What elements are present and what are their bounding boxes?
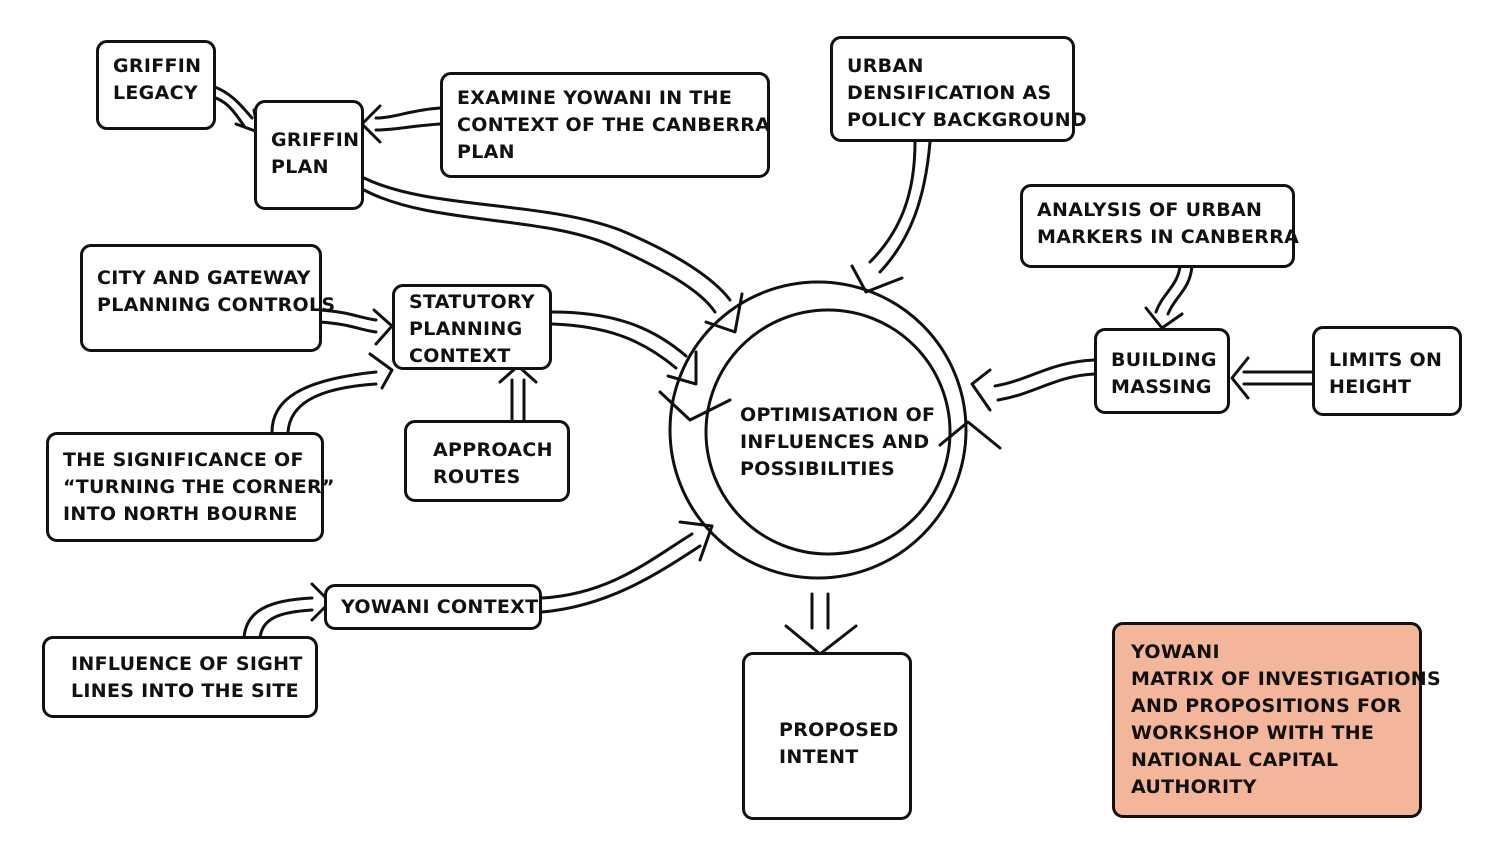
arrowhead-limits-to-massing: [1230, 356, 1250, 400]
title-line-2: MATRIX OF INVESTIGATIONS: [1131, 668, 1441, 690]
statutory-planning-line-3: CONTEXT: [409, 345, 511, 367]
title-line-5: NATIONAL CAPITAL: [1131, 749, 1339, 771]
turning-corner-line-1: THE SIGNIFICANCE OF: [63, 449, 304, 471]
proposed-intent-line-2: INTENT: [779, 746, 859, 768]
arrowhead-yowani-to-center: [678, 520, 714, 562]
ring-arrowhead-left: [658, 390, 732, 422]
arrowhead-examine-to-plan: [360, 104, 382, 144]
sight-lines-line-2: LINES INTO THE SITE: [71, 680, 299, 702]
arrowhead-plan-to-center: [704, 292, 744, 334]
arrowhead-analysis-to-massing: [1144, 306, 1184, 330]
turning-corner-box: THE SIGNIFICANCE OF “TURNING THE CORNER”…: [46, 432, 335, 542]
statutory-planning-line-2: PLANNING: [409, 318, 523, 340]
analysis-urban-markers-line-2: MARKERS IN CANBERRA: [1037, 226, 1300, 248]
center-ring-inner: [704, 308, 952, 556]
arrow-examine-to-plan: [374, 106, 442, 132]
examine-yowani-line-3: PLAN: [457, 141, 515, 163]
arrow-sight-to-yowani: [242, 596, 314, 640]
arrow-gateway-to-statutory: [318, 308, 378, 334]
approach-routes-line-2: ROUTES: [433, 466, 521, 488]
title-line-4: WORKSHOP WITH THE: [1131, 722, 1375, 744]
center-line-2: INFLUENCES AND: [740, 431, 930, 453]
yowani-context-box: YOWANI CONTEXT: [324, 584, 542, 630]
arrow-statutory-to-center: [550, 310, 688, 370]
sight-lines-box: INFLUENCE OF SIGHT LINES INTO THE SITE: [42, 636, 318, 718]
griffin-plan-line-2: PLAN: [271, 156, 329, 178]
arrow-plan-to-center: [362, 176, 732, 314]
urban-densification-box: URBAN DENSIFICATION AS POLICY BACKGROUND: [830, 36, 1088, 142]
center-line-3: POSSIBILITIES: [740, 458, 895, 480]
statutory-planning-line-1: STATUTORY: [409, 291, 535, 313]
griffin-legacy-line-1: GRIFFIN: [113, 55, 202, 77]
center-ring-outer: [668, 280, 968, 580]
urban-densification-line-1: URBAN: [847, 55, 924, 77]
arrow-yowani-to-center: [540, 532, 702, 614]
examine-yowani-line-2: CONTEXT OF THE CANBERRA: [457, 114, 771, 136]
examine-yowani-box: EXAMINE YOWANI IN THE CONTEXT OF THE CAN…: [440, 72, 770, 178]
arrowhead-corner-to-statutory: [368, 352, 394, 390]
center-label: OPTIMISATION OF INFLUENCES AND POSSIBILI…: [740, 402, 936, 483]
arrowhead-center-to-intent: [784, 624, 858, 656]
title-box: YOWANI MATRIX OF INVESTIGATIONS AND PROP…: [1112, 622, 1441, 818]
urban-densification-line-2: DENSIFICATION AS: [847, 82, 1052, 104]
arrow-limits-to-massing: [1242, 370, 1314, 386]
limits-height-line-2: HEIGHT: [1329, 376, 1412, 398]
griffin-plan-line-1: GRIFFIN: [271, 129, 360, 151]
arrow-legacy-to-plan: [208, 84, 254, 128]
city-gateway-line-2: PLANNING CONTROLS: [97, 294, 336, 316]
arrow-center-to-intent: [810, 592, 830, 630]
urban-densification-line-3: POLICY BACKGROUND: [847, 109, 1088, 131]
arrowhead-gateway-to-statutory: [372, 308, 394, 346]
analysis-urban-markers-line-1: ANALYSIS OF URBAN: [1037, 199, 1263, 221]
title-line-1: YOWANI: [1131, 641, 1220, 663]
turning-corner-line-3: INTO NORTH BOURNE: [63, 503, 298, 525]
title-line-6: AUTHORITY: [1131, 776, 1257, 798]
yowani-context-line-1: YOWANI CONTEXT: [341, 596, 539, 618]
arrowhead-statutory-to-center: [666, 350, 698, 386]
statutory-planning-box: STATUTORY PLANNING CONTEXT: [392, 284, 552, 370]
proposed-intent-line-1: PROPOSED: [779, 719, 899, 741]
griffin-legacy-line-2: LEGACY: [113, 82, 198, 104]
arrow-corner-to-statutory: [270, 370, 378, 434]
center-line-1: OPTIMISATION OF: [740, 404, 936, 426]
proposed-intent-box: PROPOSED INTENT: [742, 652, 912, 820]
building-massing-box: BUILDING MASSING: [1094, 328, 1230, 414]
arrow-densification-to-center: [868, 140, 932, 274]
title-line-3: AND PROPOSITIONS FOR: [1131, 695, 1402, 717]
ring-arrowhead-right: [938, 420, 1002, 450]
sight-lines-line-1: INFLUENCE OF SIGHT: [71, 653, 303, 675]
griffin-plan-box: GRIFFIN PLAN: [254, 100, 364, 210]
arrow-approach-to-statutory: [510, 378, 526, 422]
analysis-urban-markers-box: ANALYSIS OF URBAN MARKERS IN CANBERRA: [1020, 184, 1300, 268]
city-gateway-line-1: CITY AND GATEWAY: [97, 267, 311, 289]
approach-routes-line-1: APPROACH: [433, 439, 553, 461]
arrow-analysis-to-massing: [1154, 264, 1194, 316]
griffin-legacy-box: GRIFFIN LEGACY: [96, 40, 216, 130]
arrow-massing-to-center: [993, 358, 1096, 402]
building-massing-line-2: MASSING: [1111, 376, 1212, 398]
city-gateway-box: CITY AND GATEWAY PLANNING CONTROLS: [80, 244, 336, 352]
examine-yowani-line-1: EXAMINE YOWANI IN THE: [457, 87, 733, 109]
arrowhead-massing-to-center: [970, 368, 992, 412]
limits-height-box: LIMITS ON HEIGHT: [1312, 326, 1462, 416]
building-massing-line-1: BUILDING: [1111, 349, 1217, 371]
approach-routes-box: APPROACH ROUTES: [404, 420, 570, 502]
turning-corner-line-2: “TURNING THE CORNER”: [63, 476, 335, 498]
limits-height-line-1: LIMITS ON: [1329, 349, 1443, 371]
arrowhead-densification-to-center: [850, 264, 904, 294]
